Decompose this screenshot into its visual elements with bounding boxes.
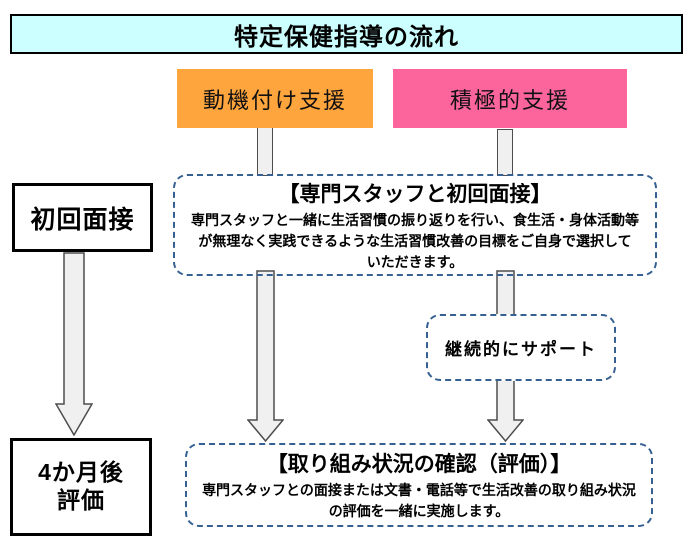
- status-check-body: 専門スタッフとの面接または文書・電話等で生活改善の取り組み状況 の評価を一緒に実…: [187, 480, 651, 522]
- track-motivational-support: 動機付け支援: [177, 69, 373, 128]
- first-meeting-body-line2: が無理なく実践できるような生活習慣改善の目標をご自身で選択して: [198, 233, 632, 249]
- connector-motivational-to-first-meeting: [257, 127, 273, 176]
- page-title: 特定保健指導の流れ: [10, 14, 683, 54]
- arrow-down-interview-to-evaluation: [55, 252, 93, 436]
- track-active-support: 積極的支援: [393, 69, 627, 128]
- first-meeting-body: 専門スタッフと一緒に生活習慣の振り返りを行い、食生活・身体活動等 が無理なく実践…: [175, 210, 655, 273]
- arrow-down-first-meeting-to-status-check-left: [247, 270, 284, 442]
- first-meeting-heading: 【専門スタッフと初回面接】: [278, 183, 552, 206]
- four-month-evaluation-box: 4か月後 評価: [10, 438, 152, 536]
- status-check-body-line2: の評価を一緒に実施します。: [328, 503, 510, 519]
- step-continuous-support-box: 継続的にサポート: [426, 314, 616, 381]
- step-status-check-box: 【取り組み状況の確認（評価）】 専門スタッフとの面接または文書・電話等で生活改善…: [185, 443, 653, 527]
- evaluation-line1: 4か月後: [38, 459, 124, 486]
- first-meeting-body-line3: いただきます。: [366, 254, 464, 270]
- connector-active-to-first-meeting: [497, 129, 513, 176]
- status-check-heading: 【取り組み状況の確認（評価）】: [266, 453, 572, 476]
- initial-interview-box: 初回面接: [12, 183, 153, 252]
- first-meeting-body-line1: 専門スタッフと一緒に生活習慣の振り返りを行い、食生活・身体活動等: [191, 212, 639, 228]
- status-check-body-line1: 専門スタッフとの面接または文書・電話等で生活改善の取り組み状況: [202, 482, 636, 498]
- step-first-meeting-box: 【専門スタッフと初回面接】 専門スタッフと一緒に生活習慣の振り返りを行い、食生活…: [173, 174, 657, 276]
- evaluation-line2: 評価: [57, 487, 105, 513]
